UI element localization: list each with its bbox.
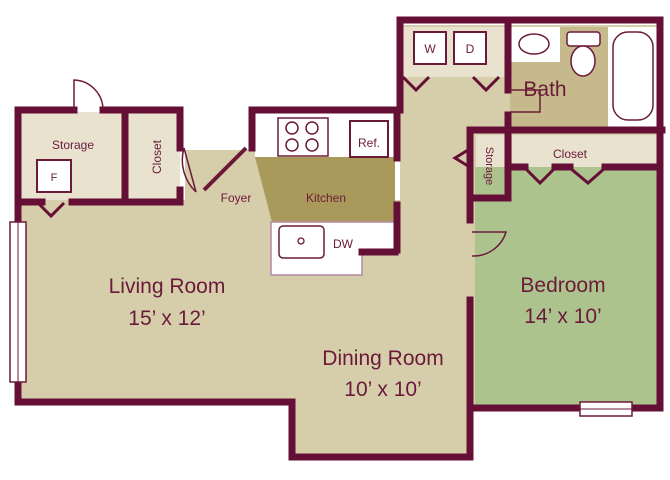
closet-left-label: Closet — [150, 139, 164, 174]
burner-icon — [305, 121, 319, 135]
kitchen-floor — [255, 157, 395, 222]
storage-left-label: Storage — [52, 138, 94, 152]
bath-label: Bath — [523, 78, 566, 101]
bedroom-size: 14’ x 10’ — [524, 305, 601, 328]
bathtub — [612, 31, 654, 121]
living-room-size: 15’ x 12’ — [128, 307, 205, 330]
closet-bedroom-floor — [512, 135, 658, 167]
dining-room-size: 10’ x 10’ — [344, 378, 421, 401]
toilet-bowl — [570, 45, 596, 77]
bath-sink — [518, 33, 550, 55]
stove — [277, 117, 329, 157]
bedroom-floor — [475, 167, 658, 405]
toilet-tank — [566, 31, 601, 47]
dishwasher-label: DW — [333, 237, 354, 251]
burner-icon — [305, 138, 319, 152]
bath-door — [510, 89, 541, 113]
foyer-label: Foyer — [221, 191, 252, 205]
dining-room-name: Dining Room — [322, 347, 443, 370]
washer — [413, 31, 447, 65]
burner-icon — [285, 121, 299, 135]
refrigerator-label: Ref. — [358, 136, 380, 150]
bedroom-door-swing — [471, 231, 508, 257]
burner-icon — [285, 138, 299, 152]
washer-label: W — [424, 42, 436, 56]
dryer-label: D — [466, 42, 475, 56]
kitchen-label: Kitchen — [306, 191, 346, 205]
closet-door — [181, 147, 197, 193]
furnace-label: F — [51, 172, 58, 184]
bifold-door-markers — [36, 75, 606, 219]
closet-bedroom-label: Closet — [553, 147, 588, 161]
storage-door-swing — [73, 79, 104, 111]
dryer — [453, 31, 487, 65]
closet-left-floor — [128, 112, 180, 200]
sink — [278, 225, 325, 259]
dining-floor-fill — [290, 390, 470, 455]
walls — [14, 16, 666, 461]
storage-right-label: Storage — [483, 147, 495, 186]
refrigerator — [349, 120, 389, 158]
doors — [73, 79, 541, 257]
living-room-name: Living Room — [109, 275, 226, 298]
bedroom-name: Bedroom — [520, 274, 605, 297]
furnace-box — [36, 159, 72, 193]
foyer-floor — [185, 150, 270, 205]
main-floor-fill — [20, 200, 470, 400]
drain-icon — [297, 237, 305, 245]
